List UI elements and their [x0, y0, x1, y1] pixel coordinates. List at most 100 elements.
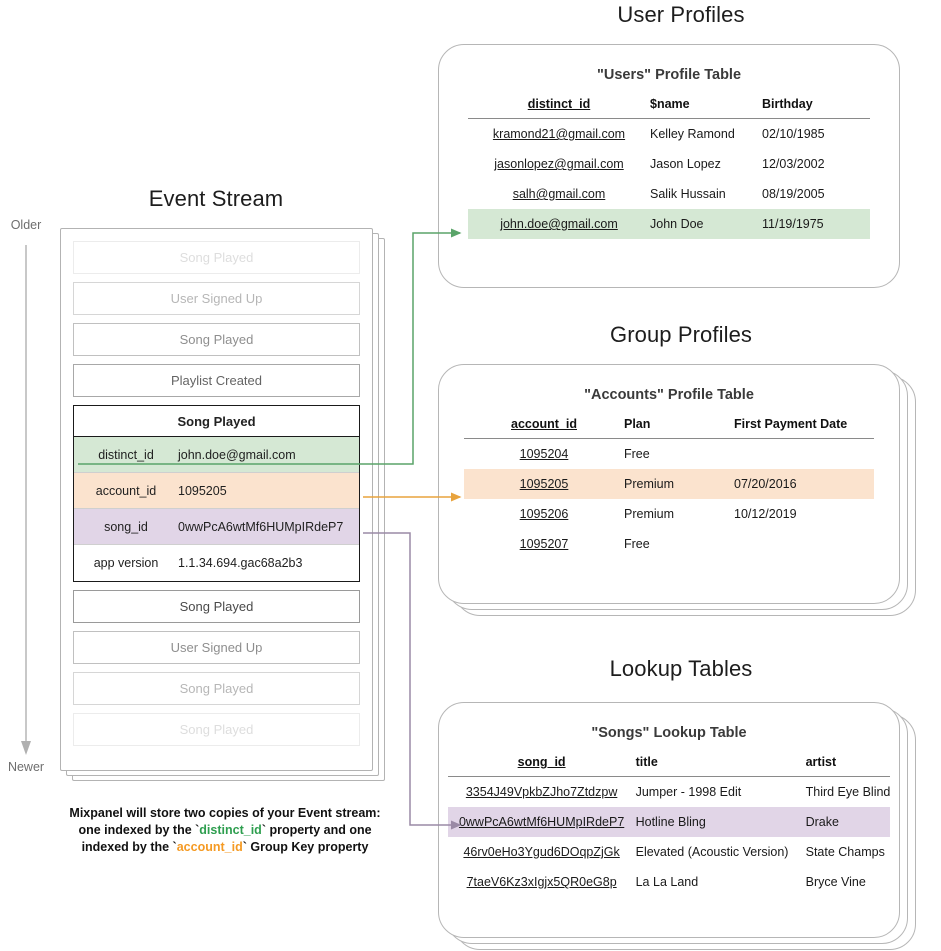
table-cell: Salik Hussain	[650, 187, 726, 201]
table-cell: La La Land	[635, 875, 699, 889]
column-header: Birthday	[762, 97, 870, 119]
event-property-value: 0wwPcA6wtMf6HUMpIRdeP7	[178, 519, 344, 534]
table-cell: 3354J49VpkbZJho7Ztdzpw	[465, 785, 618, 799]
table-cell: 1095207	[519, 537, 569, 551]
table-cell: Bryce Vine	[805, 875, 866, 889]
caption-line-2-pre: one indexed by the `	[78, 823, 200, 837]
caption-token-account-id: account_id	[176, 840, 243, 854]
table-cell: 46rv0eHo3Ygud6DOqpZjGk	[463, 845, 620, 859]
users-table-title: "Users" Profile Table	[596, 67, 742, 83]
table-cell: 08/19/2005	[762, 187, 825, 201]
table-row[interactable]: jasonlopez@gmail.com Jason Lopez 12/03/200…	[468, 149, 870, 179]
table-cell: Premium	[624, 469, 734, 499]
column-header: title	[635, 755, 806, 777]
table-cell: 07/20/2016	[734, 469, 874, 499]
event-row[interactable]: Song Played	[73, 241, 360, 274]
event-property-value: 1095205	[178, 483, 227, 498]
table-row[interactable]: 1095207 Free	[464, 529, 874, 559]
column-header: $name	[650, 97, 762, 119]
event-row[interactable]: Song Played	[73, 672, 360, 705]
event-row[interactable]: User Signed Up	[73, 282, 360, 315]
table-cell: Third Eye Blind	[805, 785, 891, 799]
section-title-group-profiles: Group Profiles	[609, 322, 752, 347]
event-property-key: app version	[93, 556, 159, 570]
table-cell: 1095204	[519, 447, 569, 461]
column-header: First Payment Date	[734, 417, 874, 439]
songs-table-title: "Songs" Lookup Table	[591, 725, 747, 741]
table-cell: Free	[624, 447, 650, 461]
table-row[interactable]: 1095204 Free	[464, 439, 874, 470]
time-axis: Older Newer	[0, 215, 60, 785]
table-cell: Hotline Bling	[635, 807, 806, 837]
table-cell: 12/03/2002	[762, 157, 825, 171]
caption-token-distinct-id: distinct_id	[199, 823, 262, 837]
event-row[interactable]: User Signed Up	[73, 631, 360, 664]
table-cell: Premium	[624, 507, 675, 521]
table-cell: Free	[624, 537, 650, 551]
event-property-key: distinct_id	[98, 447, 154, 462]
axis-label-older: Older	[10, 218, 42, 232]
table-cell: Jason Lopez	[650, 157, 721, 171]
caption-line-3-post: ` Group Key property	[242, 840, 369, 854]
event-property-value: john.doe@gmail.com	[178, 447, 296, 462]
table-cell: 7taeV6Kz3xIgjx5QR0eG8p	[466, 875, 617, 889]
table-cell	[734, 439, 874, 470]
table-cell: 10/12/2019	[734, 507, 797, 521]
event-property-key: song_id	[104, 519, 148, 534]
column-header: distinct_id	[468, 97, 650, 119]
column-header: Plan	[624, 417, 734, 439]
caption-line-3: indexed by the `account_id` Group Key pr…	[30, 839, 420, 856]
table-cell: kramond21@gmail.com	[492, 127, 626, 141]
event-row[interactable]: Song Played	[73, 590, 360, 623]
table-cell: Drake	[805, 807, 891, 837]
caption-line-2-post: ` property and one	[261, 823, 372, 837]
section-title-user-profiles: User Profiles	[617, 2, 745, 27]
table-cell: 1095205	[464, 469, 624, 499]
table-row[interactable]: 7taeV6Kz3xIgjx5QR0eG8p La La Land Bryce Vi…	[448, 867, 891, 897]
table-cell: Jumper - 1998 Edit	[635, 785, 742, 799]
table-cell: salh@gmail.com	[512, 187, 606, 201]
table-cell: 1095206	[519, 507, 569, 521]
expanded-event-card[interactable]: Song Played distinct_id john.doe@gmail.co…	[73, 405, 360, 582]
table-cell: jasonlopez@gmail.com	[494, 157, 624, 171]
table-cell: State Champs	[805, 845, 885, 859]
event-row[interactable]: Playlist Created	[73, 364, 360, 397]
event-row[interactable]: Song Played	[73, 713, 360, 746]
column-header: song_id	[447, 755, 636, 777]
axis-label-newer: Newer	[7, 760, 45, 774]
caption-line-1: Mixpanel will store two copies of your E…	[69, 806, 381, 820]
table-row[interactable]: salh@gmail.com Salik Hussain 08/19/2005	[468, 179, 870, 209]
expanded-event-title: Song Played	[74, 406, 359, 437]
accounts-table-title: "Accounts" Profile Table	[584, 387, 754, 403]
table-cell: 11/19/1975	[762, 209, 870, 239]
event-property-row: distinct_id john.doe@gmail.com	[74, 437, 359, 473]
caption-line-3-pre: indexed by the `	[81, 840, 177, 854]
table-row[interactable]: 3354J49VpkbZJho7Ztdzpw Jumper - 1998 Edit…	[448, 777, 891, 808]
caption-line-2: one indexed by the `distinct_id` propert…	[30, 822, 420, 839]
table-cell	[734, 529, 874, 559]
event-property-row: app version 1.1.34.694.gac68a2b3	[74, 545, 359, 581]
table-row[interactable]: 1095206 Premium 10/12/2019	[464, 499, 874, 529]
time-axis-arrow	[21, 245, 31, 755]
event-property-value: 1.1.34.694.gac68a2b3	[178, 556, 303, 570]
event-row[interactable]: Song Played	[73, 323, 360, 356]
table-cell: John Doe	[650, 209, 762, 239]
